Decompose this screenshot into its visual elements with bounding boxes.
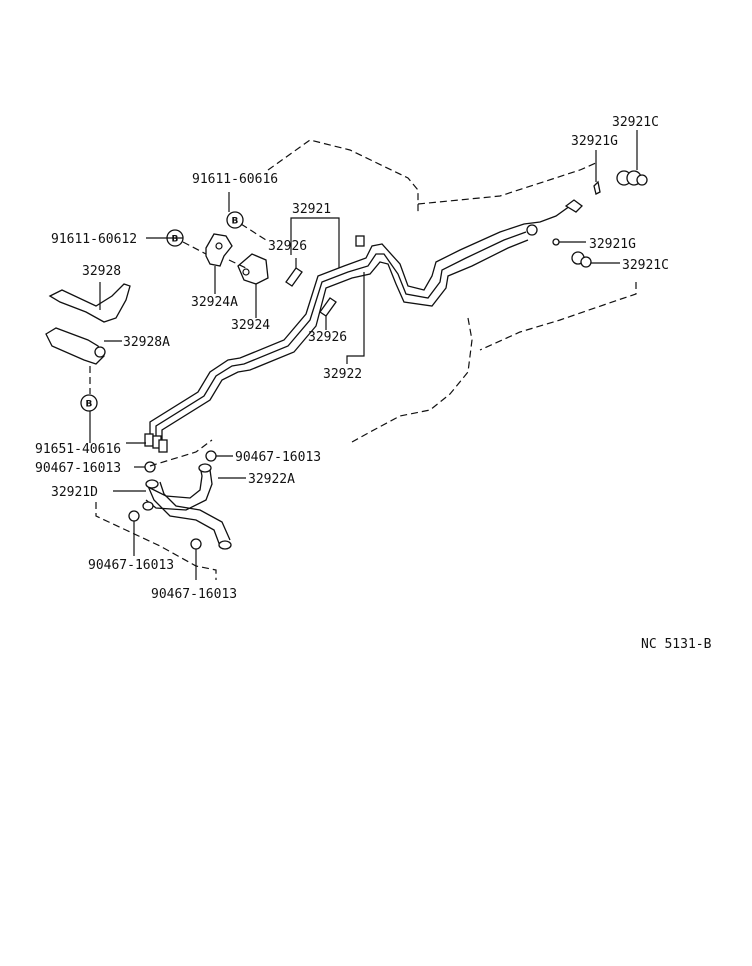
fitting-32921G-top [593, 150, 601, 195]
fitting-32921G-mid [552, 238, 586, 246]
hose-clip-upper-left [134, 461, 156, 473]
label-32926-lower: 32926 [308, 330, 347, 345]
hose-clip-bottom-2 [190, 538, 202, 580]
label-32921G-top: 32921G [571, 134, 618, 149]
pipe-mid-fitting [526, 224, 538, 236]
vehicle-outline [267, 139, 637, 443]
bracket-32924A [205, 233, 233, 294]
label-32928A: 32928A [123, 335, 170, 350]
leader-32924-dash [228, 259, 247, 269]
brake-line-32921 [144, 199, 583, 453]
label-90467-16013-left: 90467-16013 [35, 461, 121, 476]
bracket-32922-a [346, 272, 365, 362]
svg-text:B: B [172, 235, 179, 245]
reference-code: NC 5131-B [641, 637, 712, 652]
label-90467-16013-right: 90467-16013 [235, 450, 321, 465]
label-90467-16013-bottom-2: 90467-16013 [151, 587, 237, 602]
label-32921D: 32921D [51, 485, 98, 500]
clip-32926-lower [319, 297, 337, 330]
label-32922: 32922 [323, 367, 362, 382]
leader-b-upper [240, 223, 267, 241]
hose-end-3 [218, 540, 232, 550]
label-32921G-mid: 32921G [589, 237, 636, 252]
pipe-end-fitting-3 [158, 439, 168, 453]
fitting-32921C-top [616, 130, 648, 186]
label-32921: 32921 [292, 202, 331, 217]
bracket-32921 [290, 217, 340, 268]
hose-end-4 [198, 463, 212, 473]
label-91611-60616: 91611-60616 [192, 172, 278, 187]
label-32921C-mid: 32921C [622, 258, 669, 273]
label-32924: 32924 [231, 318, 270, 333]
bracket-32928A [45, 327, 122, 365]
fitting-32921C-mid [571, 251, 620, 268]
label-91611-60612: 91611-60612 [51, 232, 137, 247]
hose-end-1 [145, 479, 159, 489]
svg-text:B: B [86, 400, 93, 410]
pipe-end-fitting-1 [144, 433, 154, 447]
label-32924A: 32924A [191, 295, 238, 310]
dash-hose-lower [95, 502, 217, 580]
pipe-top-fitting [564, 199, 583, 213]
marker-b-lower: B [80, 394, 98, 412]
leader-b-left [182, 241, 207, 255]
clip-32926-upper [285, 258, 303, 287]
dash-hose-upper [149, 439, 213, 467]
hose-clip-upper-right [205, 450, 233, 462]
label-32922A: 32922A [248, 472, 295, 487]
label-91651-40616: 91651-40616 [35, 442, 121, 457]
svg-text:B: B [232, 217, 239, 227]
hose-end-2 [142, 501, 154, 511]
hose-32922A [142, 463, 232, 550]
hose-clip-bottom-1 [128, 510, 140, 556]
marker-b-upper: B [226, 211, 244, 229]
label-32928: 32928 [82, 264, 121, 279]
bracket-32924 [237, 253, 269, 318]
label-90467-16013-bottom-1: 90467-16013 [88, 558, 174, 573]
label-32921C-top: 32921C [612, 115, 659, 130]
bracket-32928 [48, 282, 131, 323]
pipe-joint [355, 235, 365, 247]
label-32926-upper: 32926 [268, 239, 307, 254]
